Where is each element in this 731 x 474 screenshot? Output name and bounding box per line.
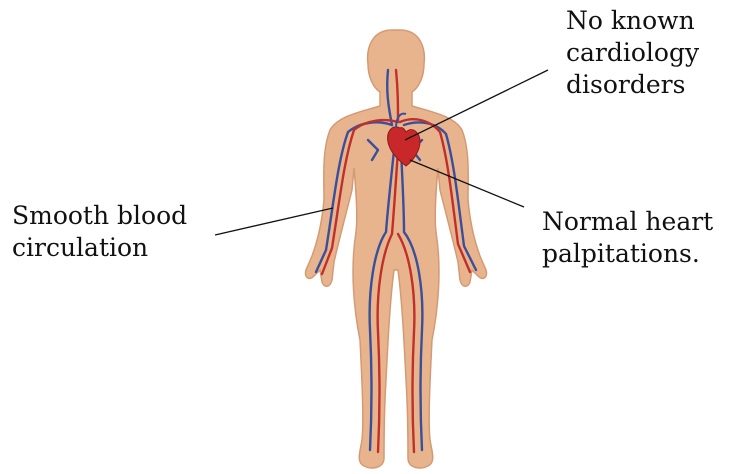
label-normal-heart-palpitations: Normal heart palpitations. — [542, 206, 713, 270]
label-line: disorders — [566, 69, 699, 101]
leader-line-left — [215, 208, 333, 235]
label-smooth-blood-circulation: Smooth blood circulation — [12, 200, 187, 264]
label-line: cardiology — [566, 37, 699, 69]
label-line: No known — [566, 5, 699, 37]
label-line: circulation — [12, 232, 187, 264]
label-line: Normal heart — [542, 206, 713, 238]
label-line: Smooth blood — [12, 200, 187, 232]
label-no-known-cardiology-disorders: No known cardiology disorders — [566, 5, 699, 101]
leader-line-top-right — [405, 70, 548, 140]
label-line: palpitations. — [542, 238, 713, 270]
